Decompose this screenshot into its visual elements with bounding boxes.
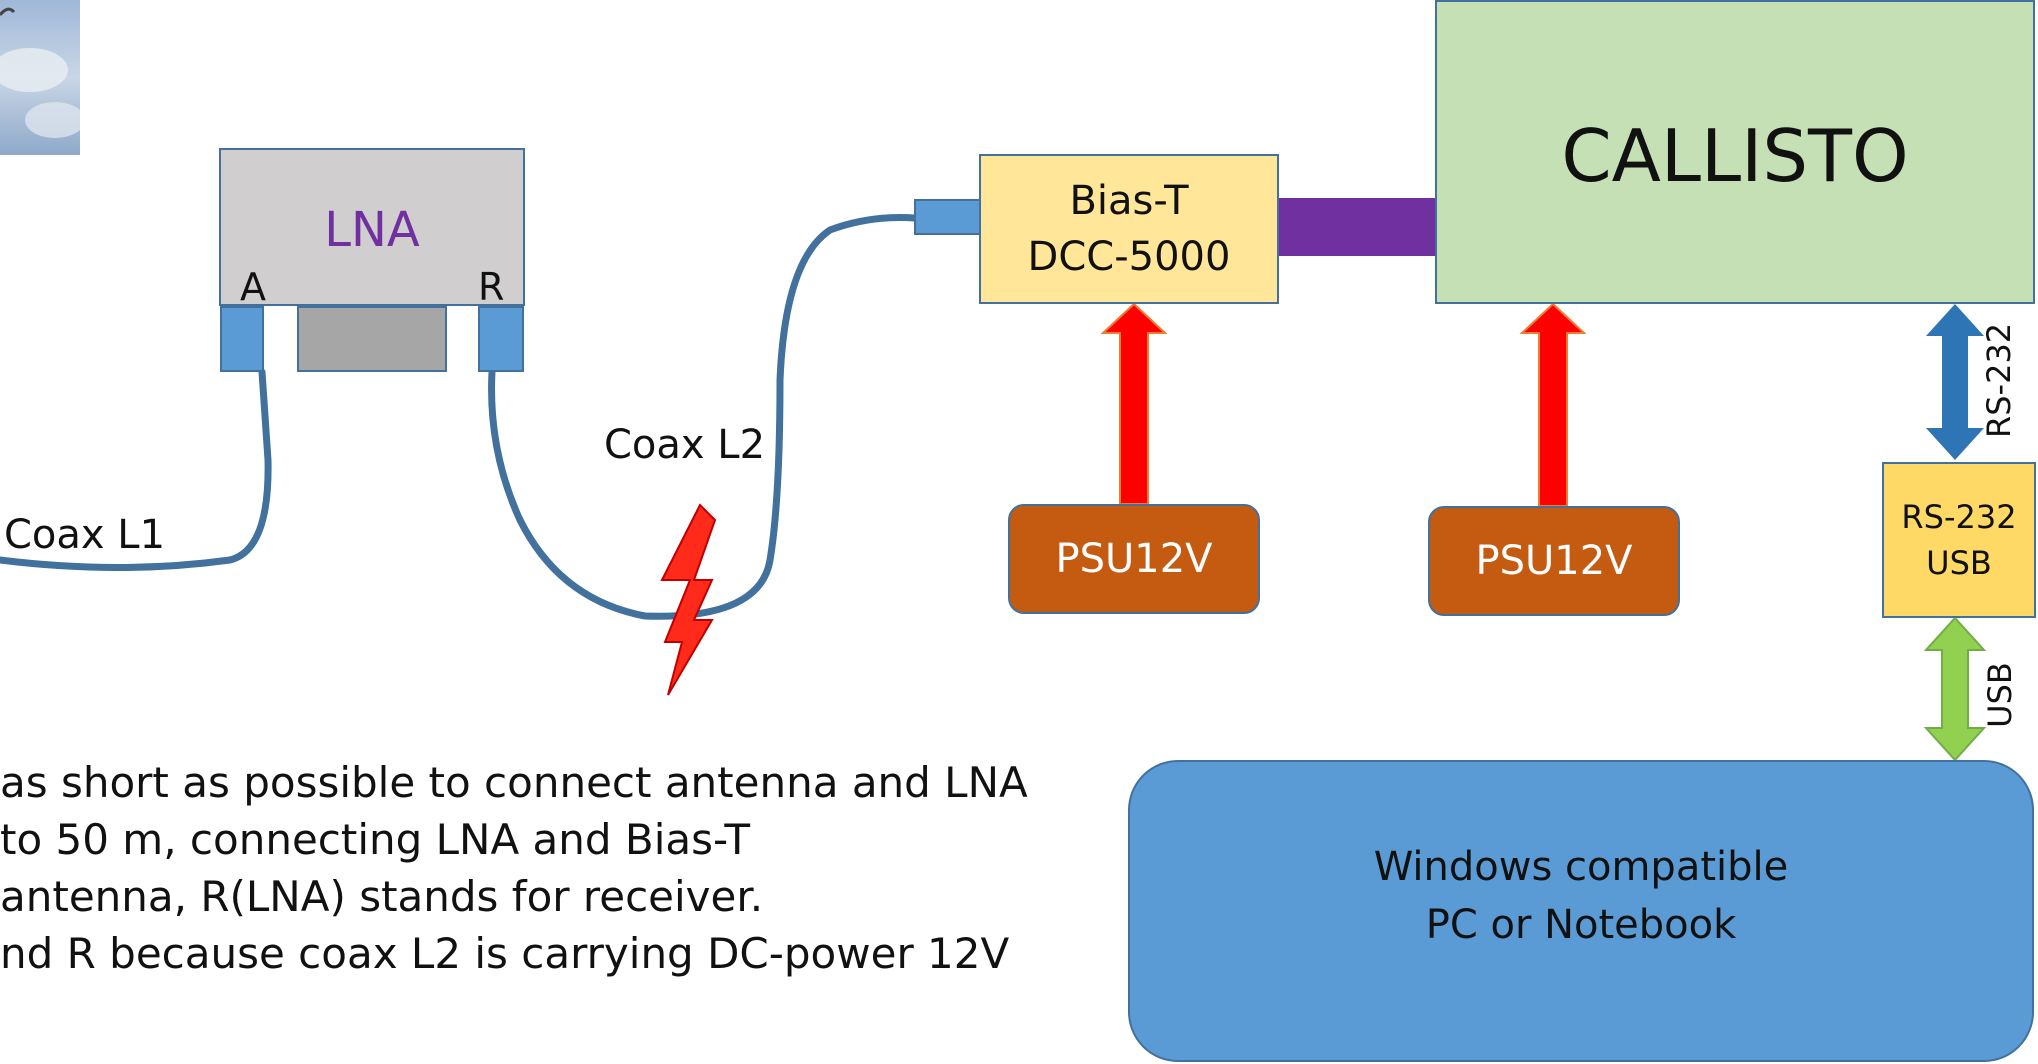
coax-l2-label: Coax L2 bbox=[604, 422, 766, 468]
lna-port-a-connector bbox=[220, 306, 264, 372]
psu-bias-t-label: PSU12V bbox=[1055, 536, 1213, 582]
coax-l1-cable bbox=[0, 368, 272, 571]
bias-t-box: Bias-T DCC-5000 bbox=[979, 154, 1279, 304]
rs232-link-label: RS-232 bbox=[1980, 322, 2018, 438]
bias-callisto-link bbox=[1278, 198, 1436, 256]
bias-t-line2: DCC-5000 bbox=[1027, 234, 1231, 280]
note-line-2: to 50 m, connecting LNA and Bias-T bbox=[0, 815, 750, 864]
lightning-bolt-icon bbox=[660, 503, 717, 696]
rs232-usb-converter-box: RS-232 USB bbox=[1882, 462, 2036, 618]
psu-bias-t-box: PSU12V bbox=[1008, 504, 1260, 614]
note-line-4: nd R because coax L2 is carrying DC-powe… bbox=[0, 929, 1010, 978]
pc-line2: PC or Notebook bbox=[1425, 902, 1737, 948]
coax-l2-cable bbox=[488, 214, 919, 620]
coax-l1-label: Coax L1 bbox=[4, 512, 166, 558]
note-line-3: antenna, R(LNA) stands for receiver. bbox=[0, 872, 764, 921]
psu-callisto-box: PSU12V bbox=[1428, 506, 1680, 616]
usb-link-label: USB bbox=[1981, 662, 2019, 728]
lna-label: LNA bbox=[324, 202, 420, 258]
converter-line1: RS-232 bbox=[1901, 498, 2017, 536]
usb-arrow bbox=[1923, 616, 1987, 762]
pc-box: Windows compatible PC or Notebook bbox=[1128, 760, 2034, 1062]
converter-line2: USB bbox=[1926, 544, 1992, 582]
rs232-arrow bbox=[1926, 304, 1984, 460]
note-line-1: as short as possible to connect antenna … bbox=[0, 758, 1028, 807]
power-arrow-bias-t bbox=[1100, 302, 1168, 505]
lna-port-r-connector bbox=[478, 306, 524, 372]
bias-t-connector bbox=[914, 199, 981, 235]
power-arrow-callisto bbox=[1519, 302, 1587, 507]
callisto-box: CALLISTO bbox=[1435, 0, 2035, 304]
lna-center-block bbox=[297, 306, 447, 372]
lna-box: LNA bbox=[219, 148, 525, 306]
lna-port-a-label: A bbox=[240, 265, 266, 309]
lna-port-r-label: R bbox=[478, 265, 505, 309]
psu-callisto-label: PSU12V bbox=[1475, 538, 1633, 584]
bias-t-line1: Bias-T bbox=[1069, 178, 1189, 224]
antenna-photo bbox=[0, 0, 80, 155]
callisto-label: CALLISTO bbox=[1561, 114, 1909, 198]
pc-line1: Windows compatible bbox=[1373, 844, 1789, 890]
